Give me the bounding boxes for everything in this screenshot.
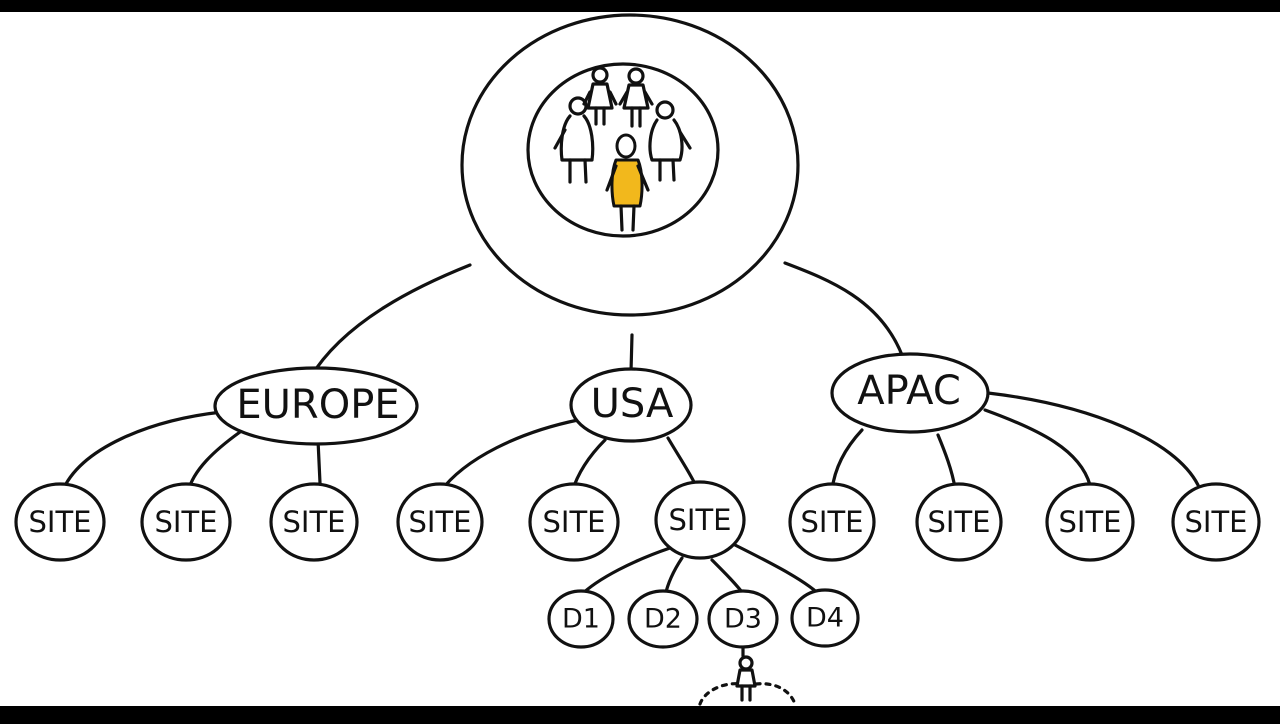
site-label: SITE	[669, 503, 732, 537]
site-node: SITE	[1045, 482, 1135, 562]
sites-usa: SITE SITE SITE	[396, 480, 746, 562]
department-node-d4: D4	[790, 588, 860, 648]
region-label-usa: USA	[591, 381, 674, 427]
site-node: SITE	[396, 482, 484, 562]
site-label: SITE	[29, 505, 92, 539]
department-node-d3: D3	[707, 589, 779, 649]
department-label: D4	[806, 603, 844, 634]
site-node: SITE	[788, 482, 876, 562]
site-label: SITE	[543, 505, 606, 539]
department-label: D1	[562, 604, 600, 635]
region-label-europe: EUROPE	[236, 382, 399, 428]
site-label: SITE	[928, 505, 991, 539]
region-label-apac: APAC	[857, 368, 961, 414]
sites-europe: SITE SITE SITE	[14, 482, 359, 562]
site-node: SITE	[269, 482, 359, 562]
site-node: SITE	[528, 482, 620, 562]
site-node: SITE	[915, 482, 1003, 562]
root-connectors	[308, 261, 904, 380]
site-label: SITE	[155, 505, 218, 539]
root-node	[460, 13, 800, 317]
site-label: SITE	[801, 505, 864, 539]
site-node: SITE	[654, 480, 746, 560]
site-label: SITE	[283, 505, 346, 539]
site-label: SITE	[409, 505, 472, 539]
highlighted-person-icon	[605, 133, 650, 232]
region-europe: EUROPE	[213, 366, 419, 446]
site-label: SITE	[1059, 505, 1122, 539]
department-node-d1: D1	[547, 589, 615, 649]
region-apac: APAC	[830, 352, 990, 434]
sites-apac: SITE SITE SITE SITE	[788, 482, 1261, 562]
people-group-icon	[553, 66, 692, 184]
departments: D1 D2 D3 D4	[547, 588, 860, 649]
small-person-icon	[698, 646, 797, 706]
site-node: SITE	[1171, 482, 1261, 562]
site-label: SITE	[1185, 505, 1248, 539]
department-label: D3	[724, 604, 762, 635]
department-node-d2: D2	[627, 589, 699, 649]
department-label: D2	[644, 604, 682, 635]
site-node: SITE	[14, 482, 106, 562]
site-node: SITE	[140, 482, 232, 562]
region-usa: USA	[569, 367, 693, 443]
